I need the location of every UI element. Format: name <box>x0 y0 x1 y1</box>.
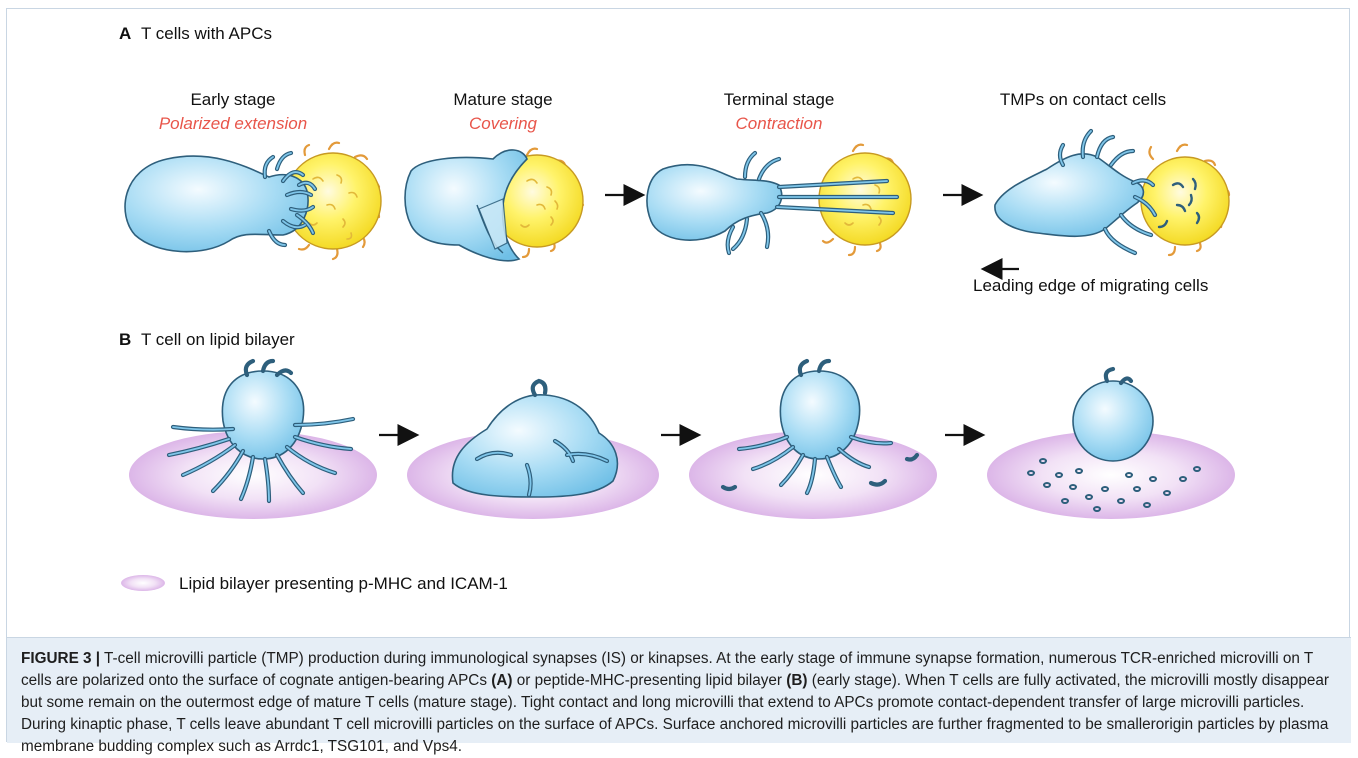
bilayer-stage-1 <box>129 361 377 519</box>
stage-mature-subtitle: Covering <box>469 114 538 133</box>
caption-lead: FIGURE 3 | <box>21 650 100 667</box>
caption-ref-a: (A) <box>491 672 512 689</box>
stage-tmp-title: TMPs on contact cells <box>1000 90 1166 109</box>
legend: Lipid bilayer presenting p-MHC and ICAM-… <box>121 574 508 593</box>
apc-terminal <box>819 145 911 255</box>
t-cell-early <box>125 156 308 252</box>
legend-bilayer-swatch <box>121 575 165 591</box>
figure-panel: A T cells with APCs Early stage Polarize… <box>6 8 1350 742</box>
stage-terminal-subtitle: Contraction <box>736 114 823 133</box>
panel-a-letter: A <box>119 24 131 43</box>
apc-tmp <box>1141 145 1229 255</box>
stage-terminal-title: Terminal stage <box>724 90 835 109</box>
panel-a-title: T cells with APCs <box>141 24 272 43</box>
legend-label: Lipid bilayer presenting p-MHC and ICAM-… <box>179 574 508 593</box>
early-stage-illustration <box>125 143 381 259</box>
panel-b-letter: B <box>119 330 131 349</box>
stage-early-title: Early stage <box>190 90 275 109</box>
caption-ref-b: (B) <box>786 672 807 689</box>
stage-mature-title: Mature stage <box>453 90 552 109</box>
bilayer-stage-2 <box>407 381 659 519</box>
mature-stage-illustration <box>405 149 583 261</box>
figure-caption: FIGURE 3 | T-cell microvilli particle (T… <box>21 648 1337 758</box>
migration-label: Leading edge of migrating cells <box>973 276 1208 295</box>
caption-text-2: or peptide-MHC-presenting lipid bilayer <box>513 672 787 689</box>
panel-b-title: T cell on lipid bilayer <box>141 330 295 349</box>
stage-early-subtitle: Polarized extension <box>159 114 307 133</box>
t-cell-b2 <box>452 395 617 497</box>
terminal-stage-illustration <box>647 145 911 255</box>
caption-band: FIGURE 3 | T-cell microvilli particle (T… <box>7 637 1351 743</box>
tmp-stage-illustration: Leading edge of migrating cells <box>973 131 1229 295</box>
figure-illustration: A T cells with APCs Early stage Polarize… <box>7 9 1351 637</box>
t-cell-tmp <box>995 154 1144 236</box>
bilayer-stage-4 <box>987 369 1235 519</box>
t-cell-b4 <box>1073 381 1153 461</box>
bilayer-stage-3 <box>689 361 937 519</box>
